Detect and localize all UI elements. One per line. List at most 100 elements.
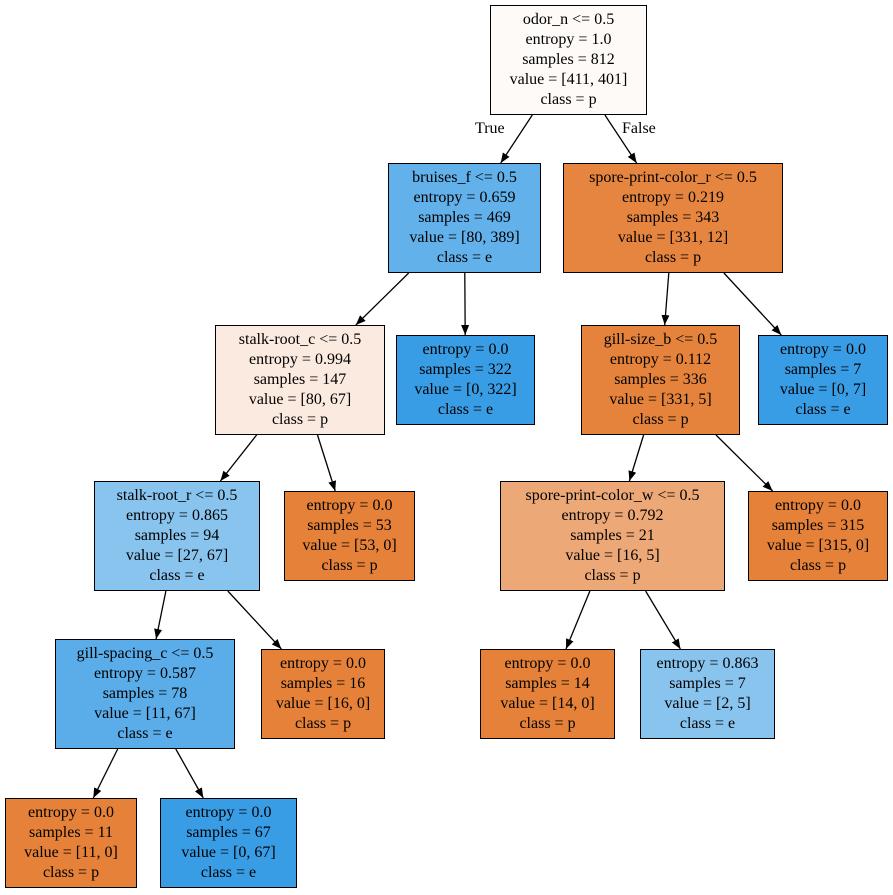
node-text-line: class = e [436,249,493,266]
node-text-line: stalk-root_r <= 0.5 [116,487,238,504]
node-text-line: samples = 343 [626,209,720,226]
node-text-line: value = [11, 67] [94,705,196,722]
node-text-line: class = e [795,401,851,418]
node-text-line: entropy = 0.863 [656,655,759,672]
node-text-line: value = [14, 0] [500,695,595,712]
node-text-line: samples = 53 [307,517,392,534]
tree-edge-5-10 [715,434,774,492]
node-text-line: entropy = 0.0 [780,341,866,358]
node-text-line: samples = 94 [134,527,220,544]
tree-leaf-13: entropy = 0.0 samples = 14 value = [14, 0]… [480,649,615,739]
node-text-line: value = [331, 12] [617,229,729,246]
node-text-line: value = [80, 67] [248,391,352,408]
node-text-line: samples = 78 [102,685,188,702]
node-text-line: value = [0, 7] [779,381,867,398]
tree-node-stalk-root-r: stalk-root_r <= 0.5 entropy = 0.865 sample… [94,481,260,591]
node-text-line: value = [27, 67] [125,547,229,564]
node-text-line: samples = 21 [570,527,655,544]
node-text-line: samples = 469 [418,209,511,226]
tree-edge-5-9 [628,434,645,482]
tree-edge-9-14 [645,590,681,650]
node-text-line: value = [2, 5] [664,695,751,712]
node-text-line: value = [315, 0] [766,537,870,554]
node-text-line: class = p [632,411,689,428]
node-text-line: samples = 14 [505,675,590,692]
node-text-line: entropy = 0.792 [561,507,664,524]
tree-node-odor-n: odor_n <= 0.5 entropy = 1.0 samples = 812 v… [490,5,647,115]
node-text-line: value = [0, 67] [181,844,276,861]
node-text-line: gill-spacing_c <= 0.5 [76,645,214,662]
node-text-line: value = [16, 0] [275,695,371,712]
node-text-line: samples = 11 [29,824,113,841]
node-text-line: entropy = 0.0 [775,497,861,514]
tree-edge-7-12 [227,590,282,650]
node-text-line: class = p [540,91,597,108]
node-text-line: gill-size_b <= 0.5 [603,331,718,348]
node-text-line: class = p [321,557,378,574]
tree-leaf-12: entropy = 0.0 samples = 16 value = [16, 0]… [261,649,385,739]
tree-node-gill-spacing-c: gill-spacing_c <= 0.5 entropy = 0.587 samp… [55,639,235,749]
node-text-line: entropy = 0.219 [622,189,724,206]
node-text-line: entropy = 0.587 [94,665,196,682]
tree-edge-11-15 [92,748,119,799]
node-text-line: samples = 322 [419,361,512,378]
node-text-line: entropy = 1.0 [525,31,612,48]
tree-leaf-16: entropy = 0.0 samples = 67 value = [0, 67]… [160,798,297,888]
tree-edge-2-5 [661,272,670,326]
node-text-line: samples = 7 [784,361,862,378]
tree-edge-0-2 [604,114,638,164]
node-text-line: odor_n <= 0.5 [522,11,615,28]
node-text-line: class = e [117,725,173,742]
tree-node-spore-print-color-r: spore-print-color_r <= 0.5 entropy = 0.21… [563,163,783,273]
tree-edge-3-7 [219,434,258,482]
node-text-line: value = [411, 401] [509,71,628,88]
tree-node-gill-size-b: gill-size_b <= 0.5 entropy = 0.112 samples… [581,325,740,435]
node-text-line: entropy = 0.0 [280,655,366,672]
node-text-line: spore-print-color_r <= 0.5 [589,169,757,186]
tree-edge-11-16 [175,748,204,799]
node-text-line: entropy = 0.0 [504,655,591,672]
node-text-line: value = [11, 0] [24,844,118,861]
node-text-line: class = e [679,715,736,732]
node-text-line: samples = 7 [669,675,746,692]
tree-leaf-4: entropy = 0.0 samples = 322 value = [0, 32… [396,335,535,425]
node-text-line: entropy = 0.0 [306,497,393,514]
node-text-line: entropy = 0.112 [609,351,712,368]
node-text-line: bruises_f <= 0.5 [412,169,517,186]
tree-leaf-6: entropy = 0.0 samples = 7 value = [0, 7] cl… [758,335,888,425]
node-text-line: entropy = 0.865 [126,507,228,524]
node-text-line: samples = 812 [522,51,615,68]
edge-label-false: False [622,120,656,137]
node-text-line: entropy = 0.0 [185,804,272,821]
node-text-line: samples = 67 [186,824,271,841]
node-text-line: entropy = 0.0 [28,804,114,821]
node-text-line: samples = 336 [614,371,707,388]
node-text-line: class = p [42,864,100,881]
node-text-line: class = p [519,715,576,732]
tree-leaf-8: entropy = 0.0 samples = 53 value = [53, 0]… [284,491,415,581]
tree-edge-1-3 [355,272,410,326]
node-text-line: value = [16, 5] [565,547,660,564]
node-text-line: samples = 147 [253,371,347,388]
tree-edge-9-13 [565,590,591,650]
tree-edge-3-8 [316,434,337,492]
node-text-line: class = e [149,567,205,584]
node-text-line: entropy = 0.994 [249,351,351,368]
tree-leaf-14: entropy = 0.863 samples = 7 value = [2, 5]… [640,649,775,739]
tree-edge-2-6 [723,272,782,336]
tree-edge-7-11 [154,590,167,640]
node-text-line: value = [0, 322] [414,381,517,398]
node-text-line: entropy = 0.0 [422,341,509,358]
node-text-line: class = p [789,557,847,574]
node-text-line: samples = 315 [771,517,865,534]
node-text-line: value = [53, 0] [302,537,397,554]
node-text-line: class = e [437,401,494,418]
node-text-line: class = p [644,249,702,266]
node-text-line: value = [331, 5] [609,391,712,408]
node-text-line: samples = 16 [280,675,366,692]
